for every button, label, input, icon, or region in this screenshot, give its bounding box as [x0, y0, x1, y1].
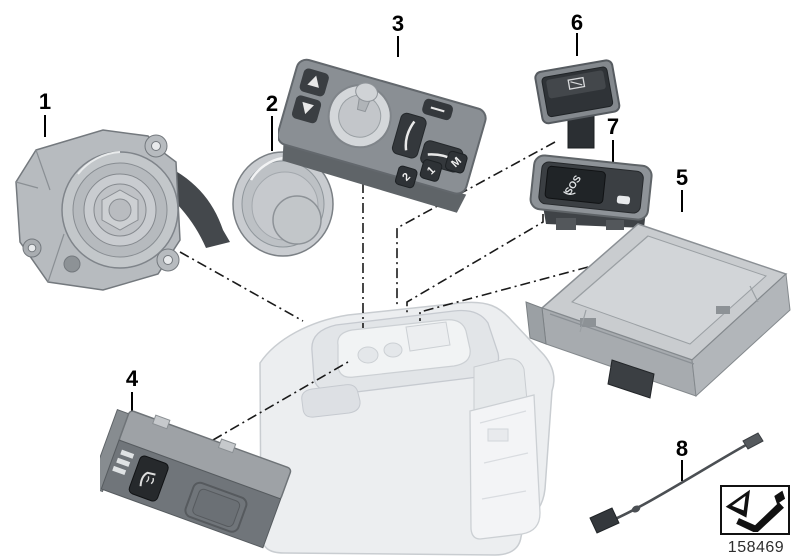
module-side	[691, 272, 791, 398]
callout-5[interactable]: 5	[675, 165, 689, 190]
connector-bar	[112, 465, 127, 476]
leader-part7	[406, 214, 544, 314]
switch-skirt	[282, 142, 467, 213]
switch-screen	[544, 165, 606, 204]
center-console-ghost	[248, 293, 566, 560]
part-8-cable[interactable]	[588, 432, 768, 542]
module-endcap	[525, 301, 547, 345]
blind-icon	[570, 81, 583, 86]
highlight	[249, 156, 284, 181]
mounting-tab	[217, 438, 237, 454]
catalog-logo-box	[720, 485, 790, 535]
indicator-lamp	[616, 195, 631, 205]
memory-2-button[interactable]	[394, 165, 419, 189]
seat-heating-icon	[139, 471, 156, 487]
leader-part1	[179, 251, 304, 322]
console-cupholder	[383, 342, 403, 358]
callout-2[interactable]: 2	[265, 91, 279, 116]
arrow-down-icon	[302, 101, 314, 115]
mounting-hole	[163, 255, 173, 265]
blank-switch-recess	[184, 481, 248, 533]
callout-3[interactable]: 3	[391, 11, 405, 36]
console-switch-cutout	[405, 321, 451, 352]
callout-1[interactable]: 1	[38, 89, 52, 114]
module-seam	[549, 313, 695, 365]
console-side-slot	[301, 384, 361, 418]
memory-1-button[interactable]	[419, 159, 443, 183]
connector-bar	[116, 457, 131, 467]
cable-terminal	[742, 432, 764, 450]
part-1-rotary-switch-unit[interactable]	[8, 122, 236, 302]
callout-4[interactable]: 4	[125, 366, 139, 391]
cable-wire	[607, 443, 747, 524]
switch-foot	[556, 218, 576, 230]
housing-facets	[15, 149, 65, 283]
callout-7[interactable]: 7	[606, 114, 620, 139]
leader-part4	[212, 361, 349, 441]
module-seams	[571, 235, 759, 333]
rotary-center	[108, 198, 132, 222]
console-inner-ribs	[479, 410, 529, 500]
module-slot	[716, 306, 730, 314]
console-cupholder	[357, 346, 379, 364]
highlight	[77, 151, 121, 175]
joystick-knob[interactable]	[354, 81, 380, 104]
part-6-rocker-switch[interactable]	[534, 50, 630, 152]
module-socket	[607, 359, 655, 399]
memory-m-button[interactable]	[444, 150, 469, 174]
diagram-number: 158469	[727, 539, 785, 556]
mounting-tab	[152, 414, 171, 430]
part-3-seat-adjustment-switch[interactable]: M 1 2	[278, 40, 496, 230]
part-4-seat-heating-switch-panel[interactable]	[100, 404, 296, 552]
callout-6[interactable]: 6	[570, 10, 584, 35]
part-7-display-switch[interactable]: SOS	[526, 148, 666, 236]
headrest-icon	[430, 106, 445, 113]
seat-backrest-icon	[404, 120, 416, 151]
module-slot	[580, 318, 596, 327]
callout-8[interactable]: 8	[675, 436, 689, 461]
switch-foot	[606, 220, 624, 230]
connector-bar	[120, 449, 135, 459]
housing-hole	[63, 255, 81, 273]
cable-bead	[631, 505, 641, 513]
arrow-up-icon	[307, 75, 319, 88]
rocker-button[interactable]	[546, 70, 606, 99]
console-bracket	[487, 428, 509, 442]
knob-button	[272, 195, 322, 245]
part-5-control-module[interactable]	[520, 210, 796, 402]
cable-plug	[589, 507, 620, 534]
blind-icon	[567, 76, 586, 90]
mounting-hole	[27, 243, 37, 253]
seat-heating-icon	[145, 476, 155, 485]
backrest-button[interactable]	[391, 112, 428, 160]
mounting-hole	[151, 141, 161, 151]
screen-arrow-icon	[563, 191, 576, 195]
blank-switch	[192, 488, 241, 528]
logo-arrow-icon	[725, 489, 786, 532]
